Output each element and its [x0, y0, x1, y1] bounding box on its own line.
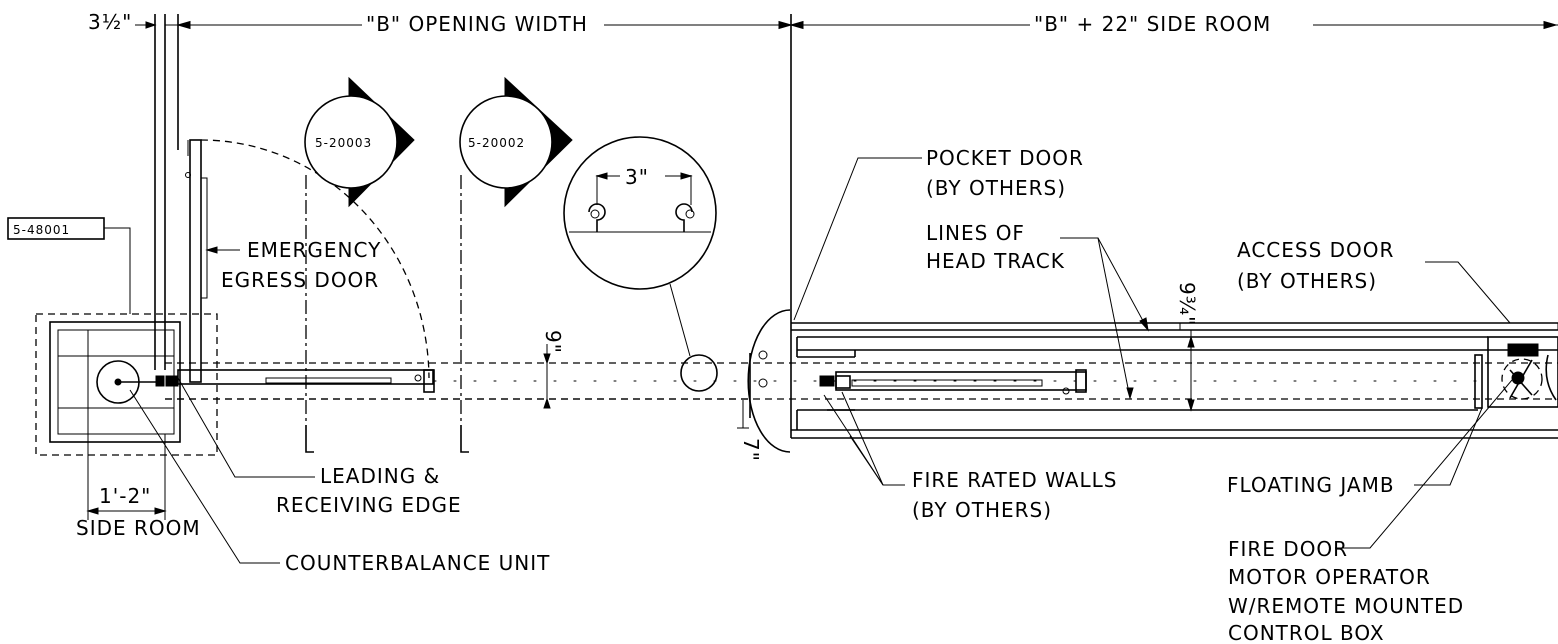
- label-counterbalance: COUNTERBALANCE UNIT: [285, 551, 550, 575]
- dim-track-gap-marks: [543, 344, 551, 409]
- section-tag-b: [459, 76, 573, 208]
- label-emergency-egress-2: EGRESS DOOR: [221, 268, 379, 292]
- label-fire-walls-2: (BY OTHERS): [912, 498, 1052, 522]
- label-motor-4: CONTROL BOX: [1228, 621, 1385, 644]
- label-fire-walls-1: FIRE RATED WALLS: [912, 468, 1117, 492]
- dim-side-room-right: "B" + 22" SIDE ROOM: [1034, 12, 1271, 36]
- label-leading-edge-2: RECEIVING EDGE: [276, 493, 462, 517]
- label-pocket-door-1: POCKET DOOR: [926, 146, 1084, 170]
- label-leading-edge-1: LEADING &: [320, 464, 440, 488]
- dim-side-room-left-marks: [86, 434, 167, 520]
- ref-box-tag: 5-48001: [13, 223, 70, 237]
- section-tag-a: [304, 76, 415, 208]
- label-motor-1: FIRE DOOR: [1228, 537, 1348, 561]
- dim-side-room-left-label: SIDE ROOM: [76, 516, 201, 540]
- dim-pocket-offset: 7": [739, 438, 763, 462]
- label-motor-3: W/REMOTE MOUNTED: [1228, 594, 1464, 618]
- label-lines-head-track-2: HEAD TRACK: [926, 249, 1065, 273]
- dim-head-track-depth: 9¾": [1175, 282, 1199, 326]
- leader-lines: [129, 157, 1513, 564]
- label-lines-head-track-1: LINES OF: [926, 221, 1025, 245]
- label-access-door-2: (BY OTHERS): [1237, 269, 1377, 293]
- section-tag-b-label: 5-20002: [468, 136, 525, 150]
- top-dimensions: [135, 14, 1558, 370]
- pocket-door-assembly: [747, 309, 1558, 453]
- detail-bubble: [563, 136, 718, 392]
- dim-side-room-left-value: 1'-2": [99, 484, 151, 508]
- dim-head-track-marks: [1187, 330, 1195, 412]
- dim-detail-gap: 3": [625, 165, 649, 189]
- dim-track-gap: 9": [541, 330, 565, 354]
- dim-wall-gap: 3½": [88, 10, 132, 34]
- emergency-egress-door: [165, 139, 435, 393]
- section-tag-a-label: 5-20003: [315, 136, 372, 150]
- dim-pocket-offset-marks: [737, 400, 749, 429]
- door-track: [165, 362, 1558, 400]
- label-access-door-1: ACCESS DOOR: [1237, 238, 1394, 262]
- label-motor-2: MOTOR OPERATOR: [1228, 565, 1431, 589]
- dim-opening-width: "B" OPENING WIDTH: [366, 12, 588, 36]
- label-floating-jamb: FLOATING JAMB: [1227, 473, 1395, 497]
- label-emergency-egress-1: EMERGENCY: [247, 238, 381, 262]
- label-pocket-door-2: (BY OTHERS): [926, 176, 1066, 200]
